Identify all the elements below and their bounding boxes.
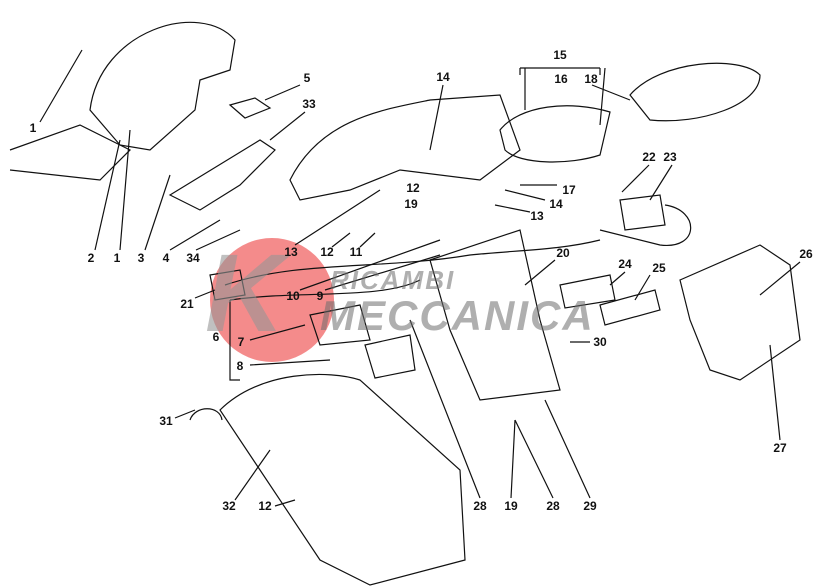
callout-label: 33 xyxy=(302,97,316,111)
connector-21 xyxy=(209,269,246,301)
callout-label: 28 xyxy=(473,499,487,513)
license-bracket xyxy=(429,229,561,401)
callout-label: 6 xyxy=(212,330,220,344)
callout-label: 9 xyxy=(316,289,324,303)
watermark-bottom-text: MECCANICA xyxy=(320,292,595,339)
clip-31 xyxy=(189,408,223,421)
callout-label: 19 xyxy=(404,197,418,211)
callout-label: 20 xyxy=(556,246,570,260)
callout-label: 22 xyxy=(642,150,656,164)
callout-label: 16 xyxy=(554,72,568,86)
turn-signal-24 xyxy=(559,274,616,309)
wiring-harness xyxy=(224,239,601,286)
undertray xyxy=(289,94,521,201)
turn-signal-7 xyxy=(309,304,371,346)
callout-label: 12 xyxy=(258,499,272,513)
callout-label: 25 xyxy=(652,261,666,275)
bracket-33 xyxy=(168,139,276,211)
callout-label: 10 xyxy=(286,289,300,303)
lock-5 xyxy=(228,97,272,119)
wiring-harness-2 xyxy=(229,279,421,301)
callout-label: 12 xyxy=(406,181,420,195)
callout-label: 21 xyxy=(180,297,194,311)
watermark-logo-letter: K xyxy=(205,232,287,355)
turn-signal-23 xyxy=(619,194,666,231)
callout-label: 4 xyxy=(162,251,170,265)
part-outlines xyxy=(9,21,801,586)
callout-label: 31 xyxy=(159,414,173,428)
callout-label: 14 xyxy=(549,197,563,211)
callout-label: 13 xyxy=(530,209,544,223)
callout-label: 32 xyxy=(222,499,236,513)
license-plate-26 xyxy=(679,244,801,381)
watermark-top-text: RICAMBI xyxy=(330,265,456,295)
callout-label: 30 xyxy=(593,335,607,349)
callout-label: 29 xyxy=(583,499,597,513)
callout-label: 7 xyxy=(237,335,245,349)
callout-label: 11 xyxy=(349,245,363,259)
bracket-6 xyxy=(229,300,240,381)
bracket-15 xyxy=(519,67,601,75)
rear-mudguard-32 xyxy=(219,373,466,586)
turn-signal-8 xyxy=(364,334,416,379)
callout-label: 27 xyxy=(773,441,787,455)
tail-cowl xyxy=(89,21,236,151)
callout-label: 1 xyxy=(113,251,121,265)
callout-label: 17 xyxy=(562,183,576,197)
callout-label: 23 xyxy=(663,150,677,164)
callout-label: 15 xyxy=(553,48,567,62)
tail-lens-18 xyxy=(629,62,761,122)
callout-label: 1 xyxy=(29,121,37,135)
callout-label: 14 xyxy=(436,70,450,84)
callout-label: 18 xyxy=(584,72,598,86)
callout-label: 24 xyxy=(618,257,632,271)
callout-label: 28 xyxy=(546,499,560,513)
callout-label: 26 xyxy=(799,247,813,261)
callout-label: 13 xyxy=(284,245,298,259)
callout-label: 8 xyxy=(236,359,244,373)
tail-light-15 xyxy=(499,105,611,163)
callout-label: 5 xyxy=(303,71,311,85)
callout-label: 2 xyxy=(87,251,95,265)
frame-left xyxy=(9,124,132,181)
callout-label: 34 xyxy=(186,251,200,265)
callout-label: 19 xyxy=(504,499,518,513)
callout-label: 3 xyxy=(137,251,145,265)
callout-label: 12 xyxy=(320,245,334,259)
reflector-25 xyxy=(599,289,661,326)
wire-23 xyxy=(599,204,692,246)
